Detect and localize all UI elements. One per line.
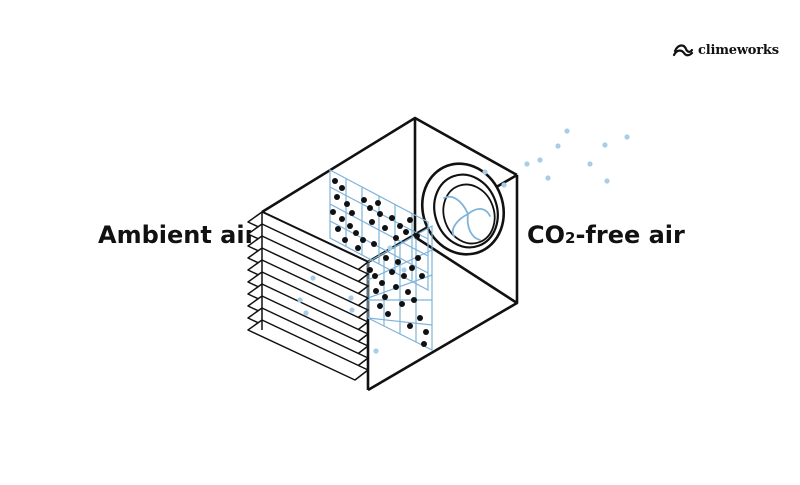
intake-louver-icon: [247, 211, 369, 381]
fan-icon: [420, 162, 506, 256]
co2-subscript: 2: [565, 229, 576, 247]
air-particles: [297, 128, 630, 354]
ambient-air-label: Ambient air: [98, 221, 257, 249]
co2-text: CO: [527, 221, 566, 249]
co2-free-air-label: CO2-free air: [527, 221, 685, 252]
filter-grid-icon: [329, 169, 433, 351]
climeworks-logo: climeworks: [672, 40, 779, 62]
free-air-text: -free air: [575, 221, 685, 249]
logo-text: climeworks: [698, 43, 779, 58]
climeworks-logo-icon: [672, 44, 694, 57]
co2-particles: [330, 178, 429, 347]
